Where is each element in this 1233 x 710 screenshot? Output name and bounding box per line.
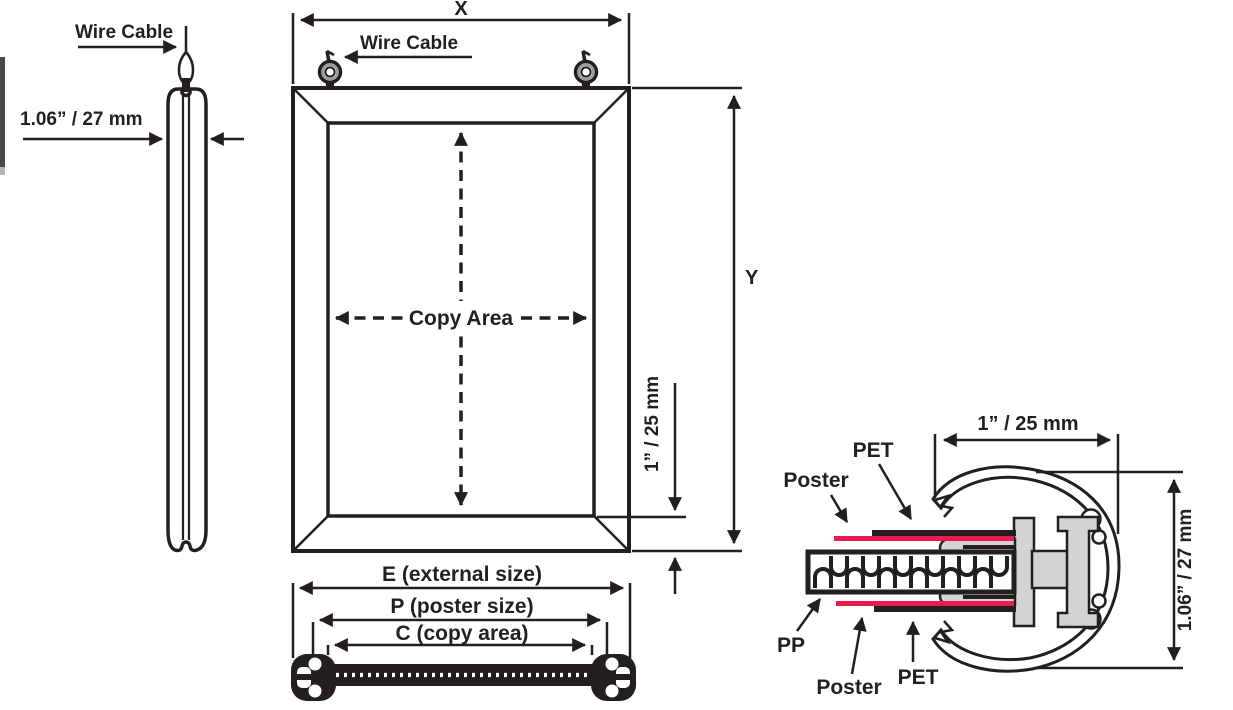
side-view: Wire Cable 1.06” / 27 mm <box>20 22 244 553</box>
hanging-eyelet-left <box>317 49 343 91</box>
clamp-channel-line-bottom <box>963 595 1015 599</box>
frame-miter-corners <box>292 87 630 552</box>
y-dim-label: Y <box>745 267 759 289</box>
pet-layer-top <box>872 530 1016 536</box>
bottom-section-view: E (external size) P (poster size) C (cop… <box>291 563 636 701</box>
pp-arrow <box>795 598 822 632</box>
copy-area-size-label: C (copy area) <box>395 622 528 645</box>
extrusion-right-flange <box>1056 515 1100 629</box>
profile-detail-view: 1” / 25 mm 1.06” / 27 mm PET Poster PP P… <box>777 413 1196 699</box>
x-dim-label: X <box>454 0 468 20</box>
section-end-profile-left <box>291 654 336 701</box>
c-label-bg <box>399 623 524 642</box>
copy-area-label: Copy Area <box>409 307 514 330</box>
pp-board-flutes <box>813 556 1009 588</box>
shell-snap-lip-bottom <box>934 620 955 645</box>
detail-width-dim-label: 1” / 25 mm <box>977 413 1078 435</box>
poster-size-label: P (poster size) <box>390 595 533 618</box>
poster-top-label: Poster <box>783 469 848 492</box>
hinge-curl-bottom-small <box>1091 593 1107 609</box>
poster-layer-bottom <box>836 601 1014 606</box>
poster-top-arrow <box>829 494 849 524</box>
cable-crimp <box>182 78 190 92</box>
poster-bottom-label: Poster <box>816 676 881 699</box>
extrusion-web <box>1030 549 1070 590</box>
external-size-label: E (external size) <box>382 563 542 586</box>
pet-top-arrow <box>877 463 913 521</box>
hanging-eyelet-right <box>573 49 599 91</box>
pp-label: PP <box>777 634 805 657</box>
page-edge-artifact <box>0 57 5 175</box>
detail-height-dim-label: 1.06” / 27 mm <box>1175 509 1196 632</box>
pet-top-label: PET <box>853 439 894 462</box>
side-thickness-dim-label: 1.06” / 27 mm <box>20 109 143 130</box>
frame-side-profile <box>166 87 208 553</box>
clamp-channel-line-top <box>963 545 1015 549</box>
border-dim-label: 1” / 25 mm <box>642 376 663 472</box>
shell-snap-lip-top <box>934 493 955 518</box>
hinge-curl-top-small <box>1091 529 1107 545</box>
front-view: X Wire Cable Copy Area Y 1” / 25 mm <box>291 0 759 594</box>
copy-area-label-bg <box>406 301 517 331</box>
poster-layer-top <box>834 536 1014 541</box>
side-wire-cable-label: Wire Cable <box>75 22 173 43</box>
section-end-profile-right <box>591 654 636 701</box>
poster-bottom-arrow <box>850 616 867 675</box>
frame-profile-shell <box>931 465 1121 673</box>
pet-bottom-label: PET <box>898 666 939 689</box>
board-section-band <box>313 664 594 686</box>
front-wire-cable-label: Wire Cable <box>360 33 458 54</box>
pet-layer-bottom <box>874 606 1016 612</box>
